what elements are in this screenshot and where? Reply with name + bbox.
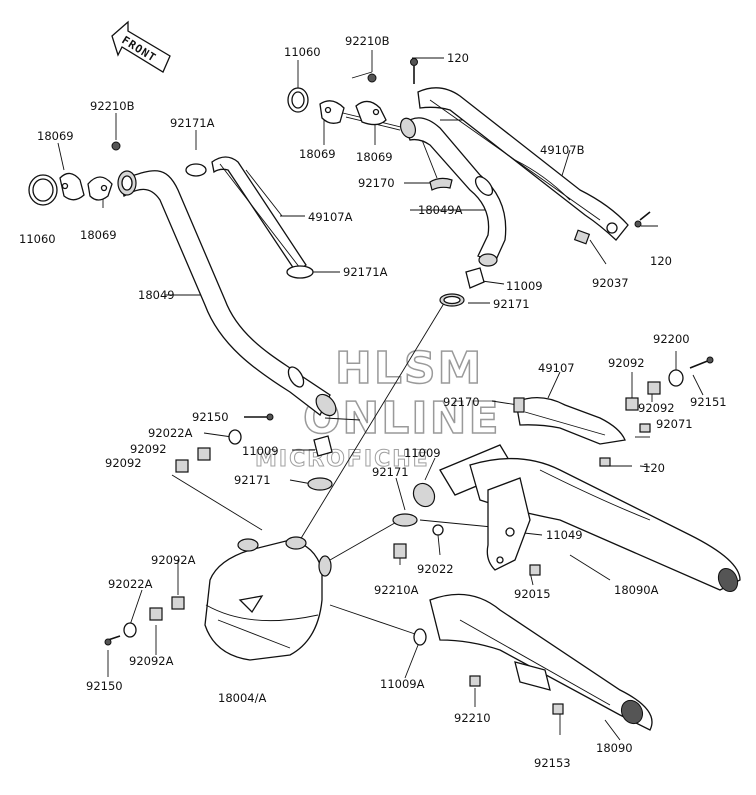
header-pipe-18049 bbox=[117, 170, 337, 417]
label-11009A: 11009A bbox=[380, 677, 425, 691]
label-49107A: 49107A bbox=[308, 210, 353, 224]
flange-18069-left bbox=[59, 141, 121, 201]
flange-18069-top bbox=[319, 73, 387, 126]
watermark-line-2: ONLINE bbox=[303, 393, 501, 444]
label-92092-right-top: 92092 bbox=[608, 356, 645, 370]
label-92171-mid: 92171 bbox=[372, 465, 409, 479]
label-92171A-top: 92171A bbox=[170, 116, 215, 130]
label-92015: 92015 bbox=[514, 587, 551, 601]
header-pipe-18049A bbox=[399, 117, 507, 267]
label-18069-mid-a: 18069 bbox=[299, 147, 336, 161]
label-49107B: 49107B bbox=[540, 143, 585, 157]
label-11009-top: 11009 bbox=[506, 279, 543, 293]
bracket-11049 bbox=[486, 477, 541, 576]
hardware-center bbox=[392, 513, 444, 559]
label-11009-right: 11009 bbox=[404, 446, 441, 460]
label-92022A-top: 92022A bbox=[148, 426, 193, 440]
label-92022A-bottom: 92022A bbox=[108, 577, 153, 591]
heat-shield-49107 bbox=[513, 397, 651, 467]
label-18090A: 18090A bbox=[614, 583, 659, 597]
label-92171-low: 92171 bbox=[234, 473, 271, 487]
muffler-chamber-18004A bbox=[204, 536, 332, 661]
label-11009-mid: 11009 bbox=[242, 444, 279, 458]
front-arrow-icon: FRONT bbox=[111, 20, 171, 73]
watermark-line-3: MICROFICHE bbox=[255, 447, 430, 472]
label-92037: 92037 bbox=[592, 276, 629, 290]
label-92171A-bottom: 92171A bbox=[343, 265, 388, 279]
label-18049: 18049 bbox=[138, 288, 175, 302]
label-120-top: 120 bbox=[447, 51, 469, 65]
label-92092-right: 92092 bbox=[638, 401, 675, 415]
label-92200: 92200 bbox=[653, 332, 690, 346]
label-92071: 92071 bbox=[656, 417, 693, 431]
label-92150-top: 92150 bbox=[192, 410, 229, 424]
hardware-right bbox=[625, 356, 714, 411]
label-11060-left: 11060 bbox=[19, 232, 56, 246]
label-18004A: 18004/A bbox=[218, 691, 266, 705]
label-92210: 92210 bbox=[454, 711, 491, 725]
label-92170-top: 92170 bbox=[358, 176, 395, 190]
label-92170-mid: 92170 bbox=[443, 395, 480, 409]
label-18069-left-a: 18069 bbox=[37, 129, 74, 143]
label-92022: 92022 bbox=[417, 562, 454, 576]
label-92210B-left: 92210B bbox=[90, 99, 135, 113]
label-92092-left-a: 92092 bbox=[130, 442, 167, 456]
label-92092-left-b: 92092 bbox=[105, 456, 142, 470]
label-120-mid: 120 bbox=[643, 461, 665, 475]
heat-shield-49107A bbox=[185, 156, 314, 279]
bracket-92037 bbox=[573, 211, 651, 245]
gasket-11060-left bbox=[28, 174, 58, 206]
label-11049: 11049 bbox=[546, 528, 583, 542]
label-92092A-top: 92092A bbox=[151, 553, 196, 567]
label-18069-left-b: 18069 bbox=[80, 228, 117, 242]
label-92153: 92153 bbox=[534, 756, 571, 770]
label-11060-top: 11060 bbox=[284, 45, 321, 59]
heat-shield-49107B bbox=[410, 58, 629, 241]
hardware-left-muffler bbox=[104, 413, 274, 646]
label-18069-mid-b: 18069 bbox=[356, 150, 393, 164]
clamp-92170-top bbox=[429, 177, 453, 191]
label-92210B-top: 92210B bbox=[345, 34, 390, 48]
label-92171-top: 92171 bbox=[493, 297, 530, 311]
gasket-11060-top bbox=[287, 87, 309, 113]
label-92151: 92151 bbox=[690, 395, 727, 409]
muffler-18090 bbox=[413, 593, 653, 731]
label-18090: 18090 bbox=[596, 741, 633, 755]
label-92210A: 92210A bbox=[374, 583, 419, 597]
gasket-11009-top bbox=[465, 267, 485, 289]
watermark: HLSM ONLINE MICROFICHE bbox=[255, 342, 501, 472]
label-92092A-bottom: 92092A bbox=[129, 654, 174, 668]
watermark-line-1: HLSM bbox=[335, 343, 483, 394]
clamp-92171-top bbox=[439, 293, 465, 307]
label-49107: 49107 bbox=[538, 361, 575, 375]
label-18049A: 18049A bbox=[418, 203, 463, 217]
muffler-18090A bbox=[469, 457, 741, 593]
label-92150-bottom: 92150 bbox=[86, 679, 123, 693]
part-labels: 11060 92210B 120 92210B 92171A 18069 180… bbox=[19, 34, 727, 770]
gasket-11009-mid bbox=[307, 435, 333, 491]
label-120-right: 120 bbox=[650, 254, 672, 268]
